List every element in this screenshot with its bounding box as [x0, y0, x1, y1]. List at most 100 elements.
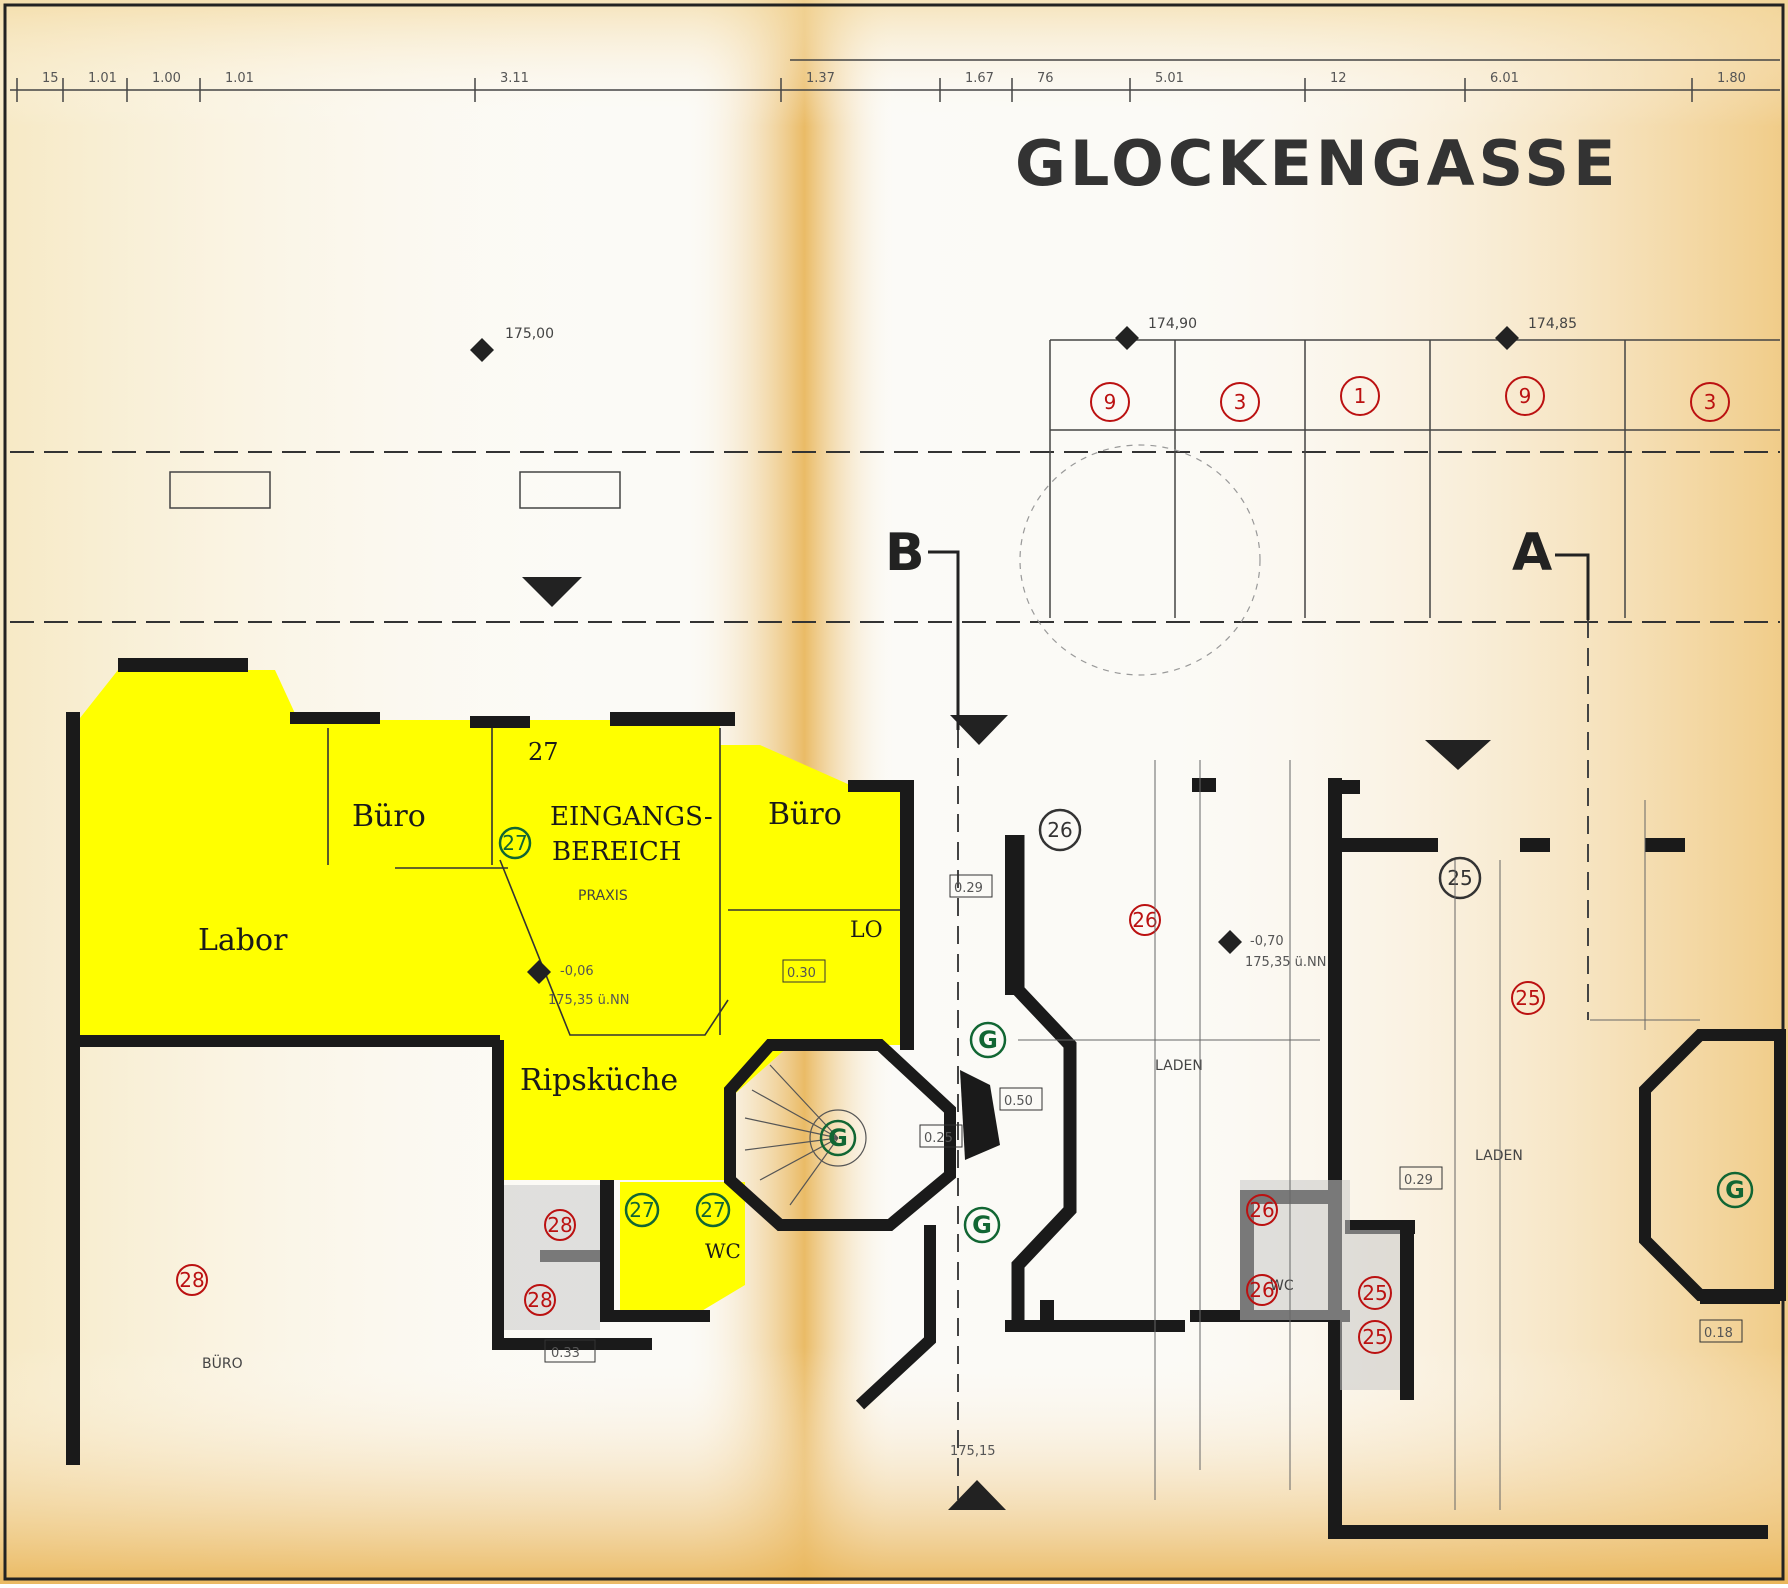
room-label-eingang-1: EINGANGS- [550, 802, 713, 832]
room-label-aufbereitung: Ripsküche [520, 1063, 678, 1098]
tag-28-c: 28 [176, 1264, 208, 1296]
stair-core-left [724, 1039, 956, 1231]
room-label-laden-1: LADEN [1155, 1058, 1203, 1074]
shaft-wall [1011, 835, 1077, 1320]
dimension-label: 1.80 [1717, 71, 1746, 86]
border-frame [3, 3, 1785, 1581]
elevation-marker-laden: -0,70 175,35 ü.NN [1218, 930, 1326, 970]
svg-text:1: 1 [1354, 384, 1367, 408]
svg-text:25: 25 [1362, 1281, 1387, 1305]
svg-text:0.33: 0.33 [551, 1346, 580, 1361]
entrance-arrow-bottom [948, 1480, 1006, 1510]
svg-text:175,00: 175,00 [505, 326, 554, 342]
svg-text:0.25: 0.25 [924, 1131, 953, 1146]
tag-26-a: 26 [1038, 808, 1082, 852]
dimension-label: 1.00 [152, 71, 181, 86]
svg-text:9: 9 [1519, 384, 1532, 408]
tag-27-b: 27 [695, 1192, 731, 1228]
street-tag-2: 3 [1220, 382, 1260, 422]
svg-text:9: 9 [1104, 390, 1117, 414]
dimension-label: 5.01 [1155, 71, 1184, 86]
svg-text:0.29: 0.29 [954, 881, 983, 896]
dimension-label: 6.01 [1490, 71, 1519, 86]
stair-treads-left [744, 1064, 867, 1206]
highlighted-wc-block [620, 1182, 745, 1312]
ramp-wall [855, 1225, 936, 1410]
svg-text:0.29: 0.29 [1404, 1173, 1433, 1188]
entrance-arrow-right [1425, 740, 1491, 770]
sidewalk-area [10, 339, 1780, 676]
tag-g-3: G [963, 1206, 1001, 1244]
dimension-label: 15 [42, 71, 59, 86]
tag-27-a: 27 [624, 1192, 660, 1228]
entrance-arrow-center [950, 715, 1008, 745]
svg-text:28: 28 [179, 1268, 204, 1292]
room-label-eingang-2: BEREICH [552, 837, 681, 867]
svg-text:28: 28 [527, 1288, 552, 1312]
svg-text:G: G [978, 1026, 998, 1054]
room-label-wc-right: WC [1270, 1278, 1294, 1294]
street-tag-1: 9 [1090, 382, 1130, 422]
tag-g-2: G [819, 1119, 857, 1157]
dimension-label: 1.37 [806, 71, 835, 86]
section-marker-b: B [885, 523, 960, 1500]
tag-26-b: 26 [1129, 904, 1161, 936]
svg-text:3: 3 [1234, 390, 1247, 414]
svg-text:27: 27 [700, 1198, 725, 1222]
svg-text:25: 25 [1515, 986, 1540, 1010]
dimension-label: 1.67 [965, 71, 994, 86]
tag-28-b: 28 [524, 1284, 556, 1316]
elevation-laden-line-2: 175,35 ü.NN [1245, 955, 1326, 970]
elevation-praxis-line-2: 175,35 ü.NN [548, 993, 629, 1008]
svg-text:A: A [1512, 523, 1552, 583]
svg-text:G: G [828, 1124, 848, 1152]
street-tag-5: 3 [1690, 382, 1730, 422]
svg-text:3: 3 [1704, 390, 1717, 414]
svg-text:26: 26 [1249, 1278, 1274, 1302]
elevation-marker-praxis: -0,06 175,35 ü.NN [527, 960, 629, 1008]
room-label-lo: LO [850, 918, 883, 943]
room-label-buero-right: Büro [768, 797, 842, 832]
tag-27-top: 27 [528, 738, 559, 766]
dimension-label: 12 [1330, 71, 1347, 86]
tag-g-4: G [1716, 1171, 1754, 1209]
svg-text:G: G [1725, 1176, 1745, 1204]
dimension-label: 3.11 [500, 71, 529, 86]
svg-text:28: 28 [547, 1213, 572, 1237]
tag-26-d: 26 [1246, 1274, 1278, 1306]
tag-25-c: 25 [1358, 1276, 1392, 1310]
elevation-marker-street-left: 175,00 [470, 326, 554, 362]
room-height-labels: 0.29 0.30 0.50 0.25 0.33 0.29 0.18 [544, 874, 1743, 1363]
interior-partitions [327, 728, 900, 1036]
svg-text:26: 26 [1047, 818, 1072, 842]
elevation-laden-line-1: -0,70 [1250, 934, 1284, 949]
svg-text:0.30: 0.30 [787, 966, 816, 981]
svg-text:26: 26 [1249, 1198, 1274, 1222]
svg-text:27: 27 [629, 1198, 654, 1222]
tag-25-a: 25 [1438, 856, 1482, 900]
svg-text:G: G [972, 1211, 992, 1239]
svg-text:27: 27 [502, 831, 527, 855]
dimension-label: 76 [1037, 71, 1054, 86]
street-tag-4: 9 [1505, 376, 1545, 416]
tag-g-1: G [969, 1021, 1007, 1059]
street-name: GLOCKENGASSE [1015, 127, 1619, 200]
tag-27-mid: 27 [498, 826, 532, 860]
svg-text:25: 25 [1362, 1325, 1387, 1349]
street-tag-3: 1 [1340, 376, 1380, 416]
svg-text:0.18: 0.18 [1704, 1326, 1733, 1341]
svg-text:B: B [885, 523, 925, 583]
elevation-marker-street-right: 174,85 [1495, 316, 1577, 350]
svg-text:0.50: 0.50 [1004, 1094, 1033, 1109]
svg-text:27: 27 [528, 738, 559, 766]
tag-25-b: 25 [1511, 981, 1545, 1015]
elevation-marker-street-mid: 174,90 [1115, 316, 1197, 350]
room-label-buero-left: Büro [352, 799, 426, 834]
room-label-praxis: PRAXIS [578, 888, 628, 904]
room-label-laden-2: LADEN [1475, 1148, 1523, 1164]
tag-26-c: 26 [1246, 1194, 1278, 1226]
elevation-praxis-line-1: -0,06 [560, 964, 594, 979]
